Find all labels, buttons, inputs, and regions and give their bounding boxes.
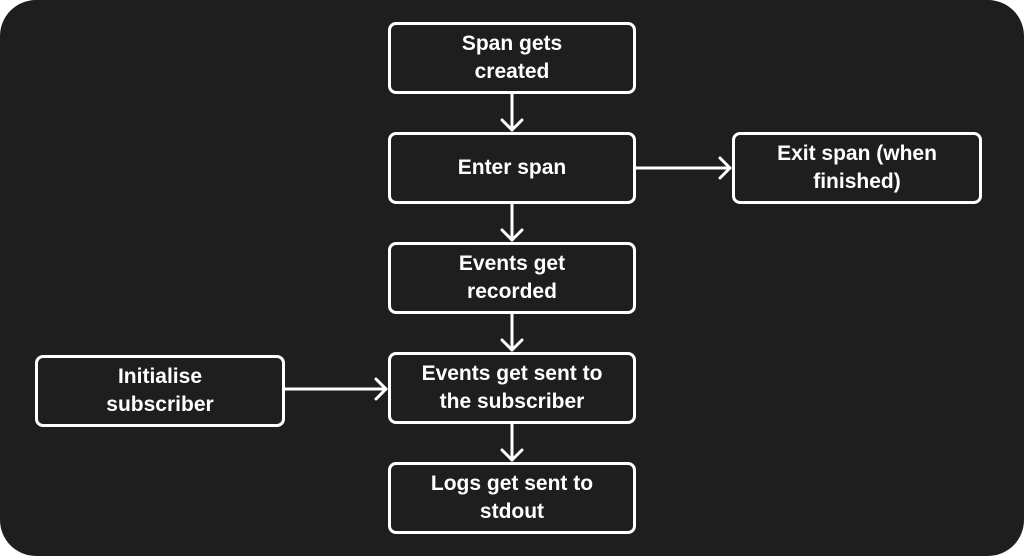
node-exit-span: Exit span (when finished)	[732, 132, 982, 204]
node-enter-span: Enter span	[388, 132, 636, 204]
node-events-sent-label: Events get sent to the subscriber	[421, 362, 603, 413]
node-initialise-subscriber-label: Initialise subscriber	[106, 365, 214, 416]
node-exit-span-label: Exit span (when finished)	[777, 142, 937, 193]
edge-enter-to-exit	[634, 156, 732, 180]
node-enter-span-label: Enter span	[457, 156, 567, 179]
edge-recorded-to-sent	[500, 312, 524, 352]
node-logs-sent-label: Logs get sent to stdout	[430, 472, 594, 523]
node-events-recorded: Events get recorded	[388, 242, 636, 314]
edge-enter-to-recorded	[500, 202, 524, 242]
node-span-created: Span gets created	[388, 22, 636, 94]
edge-created-to-enter	[500, 92, 524, 132]
edge-init-to-sent	[283, 377, 388, 401]
node-span-created-label: Span gets created	[461, 32, 563, 83]
node-events-sent: Events get sent to the subscriber	[388, 352, 636, 424]
node-events-recorded-label: Events get recorded	[458, 252, 566, 303]
node-initialise-subscriber: Initialise subscriber	[35, 355, 285, 427]
edge-sent-to-logs	[500, 422, 524, 462]
node-logs-sent: Logs get sent to stdout	[388, 462, 636, 534]
